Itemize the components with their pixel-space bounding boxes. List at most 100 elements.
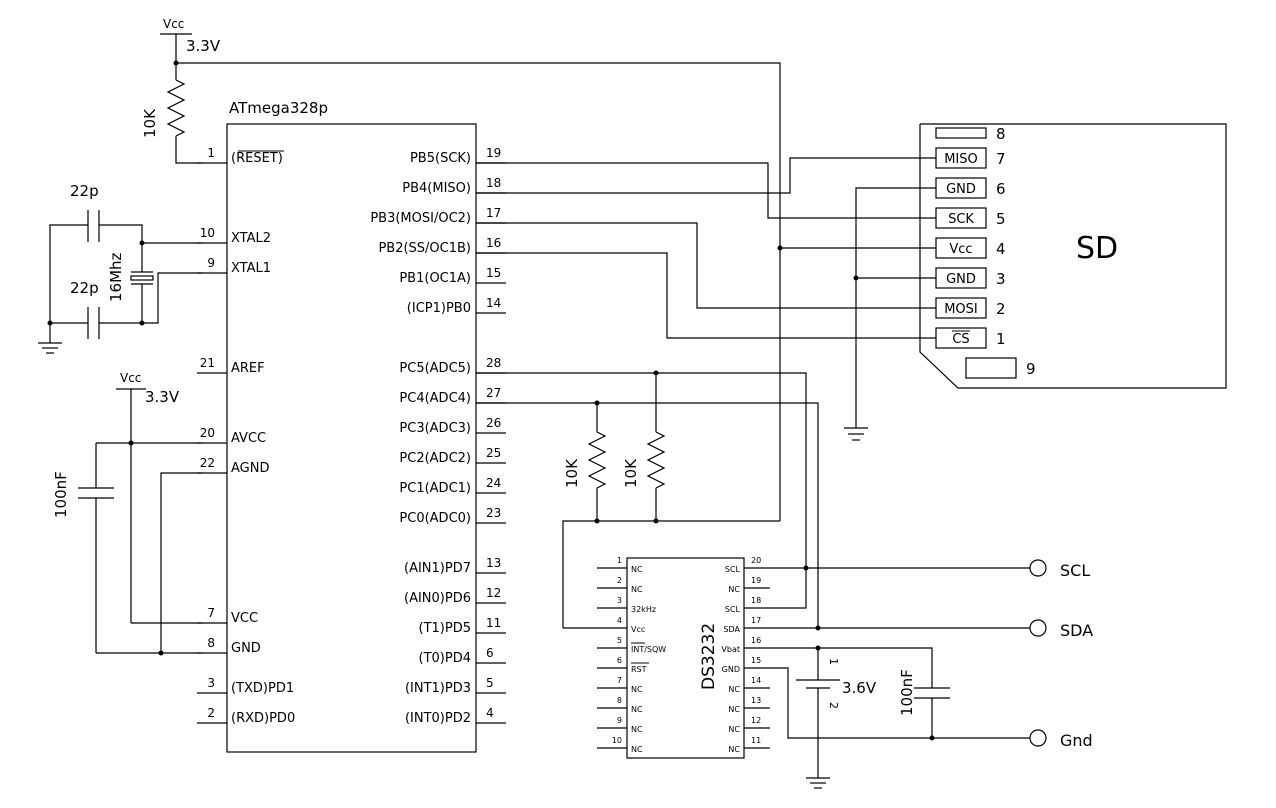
rtc-pin-label: NC xyxy=(631,745,643,754)
rtc-pin-number: 18 xyxy=(751,596,761,605)
mcu-pin-number: 27 xyxy=(486,386,501,400)
mcu-pin-label: PB4(MISO) xyxy=(402,181,471,196)
pullup-resistor-sda: 10K xyxy=(563,403,607,521)
rtc-pin-number: 11 xyxy=(751,736,761,745)
mcu-pin-number: 15 xyxy=(486,266,501,280)
sd-pin-label: Vcc xyxy=(949,242,972,257)
mcu-pin-number: 19 xyxy=(486,146,501,160)
mcu-pin-number: 9 xyxy=(207,256,215,270)
reset-resistor-value: 10K xyxy=(141,108,159,138)
rtc-pin-number: 17 xyxy=(751,616,761,625)
mcu-pin-number: 8 xyxy=(207,636,215,650)
mcu-pin-label: PC5(ADC5) xyxy=(399,361,471,376)
mcu-pin-number: 13 xyxy=(486,556,501,570)
crystal-cap-top-value: 22p xyxy=(70,182,99,200)
rtc-pin-number: 5 xyxy=(617,636,622,645)
rtc-pin-number: 6 xyxy=(617,656,622,665)
sd-pin-number: 5 xyxy=(996,210,1006,228)
sd-pin-label: GND xyxy=(946,182,976,197)
connector-gnd: Gnd xyxy=(1029,729,1093,750)
junction-dot xyxy=(929,735,935,741)
vbat-cap-value: 100nF xyxy=(898,669,916,716)
rtc-pin-label: NC xyxy=(631,725,643,734)
mcu-pin-label: PB5(SCK) xyxy=(410,151,471,166)
rtc-pin-label: Vbat xyxy=(721,645,740,654)
sd-pin-box xyxy=(965,357,1017,379)
rtc-right-pins: 20SCL19NC18SCL17SDA16Vbat15GND14NC13NC12… xyxy=(721,556,770,754)
mcu-pin-label: XTAL2 xyxy=(231,231,271,246)
mcu-pin-label: AGND xyxy=(231,461,269,476)
vbat-capacitor: 100nF xyxy=(898,669,950,738)
mcu-pin-label: (INT1)PD3 xyxy=(405,681,471,696)
junction-dot xyxy=(139,240,145,246)
sd-pin-label: CS xyxy=(952,332,969,347)
rtc-pin-label: NC xyxy=(631,705,643,714)
mcu-pin-number: 12 xyxy=(486,586,501,600)
mcu-pin-number: 5 xyxy=(486,676,494,690)
voltage-label-avcc: 3.3V xyxy=(145,388,180,406)
sd-pin-number: 3 xyxy=(996,270,1006,288)
battery-value: 3.6V xyxy=(842,679,877,697)
rtc-pin-number: 4 xyxy=(617,616,622,625)
mcu-pin-label: (INT0)PD2 xyxy=(405,711,471,726)
sd-pin-label: SCK xyxy=(948,212,974,227)
junction-dot xyxy=(139,320,145,326)
rtc-pin-label: NC xyxy=(728,745,740,754)
sd-pin-number: 4 xyxy=(996,240,1006,258)
connector-gnd-label: Gnd xyxy=(1060,731,1093,750)
mcu-pin-number: 22 xyxy=(200,456,215,470)
mcu-pin-label: (RXD)PD0 xyxy=(231,711,295,726)
rtc-pin-number: 3 xyxy=(617,596,622,605)
rtc-pin-label: SCL xyxy=(725,565,741,574)
mcu-pin-number: 28 xyxy=(486,356,501,370)
rtc-pin-number: 14 xyxy=(751,676,761,685)
mcu-pin-label: PC3(ADC3) xyxy=(399,421,471,436)
mcu-pin-label: AREF xyxy=(231,361,265,376)
mcu-name: ATmega328p xyxy=(229,99,328,117)
junction-dot xyxy=(777,245,783,251)
sd-pin-number: 6 xyxy=(996,180,1006,198)
rtc-pin-number: 8 xyxy=(617,696,622,705)
mcu-right-pins: 19PB5(SCK)18PB4(MISO)17PB3(MOSI/OC2)16PB… xyxy=(370,146,506,726)
connector-scl: SCL xyxy=(1029,559,1090,580)
connector-scl-label: SCL xyxy=(1060,561,1090,580)
rtc-pin-label: INT/SQW xyxy=(631,645,666,654)
rtc-pin-label: SDA xyxy=(723,625,740,634)
crystal-value: 16Mhz xyxy=(107,252,125,302)
rtc-pin-label: NC xyxy=(631,565,643,574)
mcu-pin-number: 16 xyxy=(486,236,501,250)
rtc-pin-label: NC xyxy=(728,725,740,734)
junction-dot xyxy=(803,565,809,571)
mcu-pin-label: PC4(ADC4) xyxy=(399,391,471,406)
crystal-circuit: 22p 22p 16Mhz xyxy=(38,182,202,354)
mcu-pin-number: 21 xyxy=(200,356,215,370)
rtc-pin-number: 15 xyxy=(751,656,761,665)
rtc-pin-number: 12 xyxy=(751,716,761,725)
sd-pin-label: MOSI xyxy=(944,302,978,317)
rtc-pin-label: Vcc xyxy=(631,625,645,634)
rtc-pin-label: GND xyxy=(722,665,740,674)
mcu-pin-number: 25 xyxy=(486,446,501,460)
mcu-pin-label: XTAL1 xyxy=(231,261,271,276)
mcu-pin-number: 1 xyxy=(207,146,215,160)
rtc-pin-number: 7 xyxy=(617,676,622,685)
junction-dot xyxy=(128,440,134,446)
ground-symbol xyxy=(806,777,830,789)
sd-name: SD xyxy=(1076,231,1118,266)
vcc-label-avcc: Vcc xyxy=(120,371,141,385)
reset-resistor: 10K xyxy=(141,79,202,164)
mcu-pin-number: 24 xyxy=(486,476,501,490)
voltage-label-top: 3.3V xyxy=(186,37,221,55)
mcu-pin-number: 20 xyxy=(200,426,215,440)
rtc-pin-label: SCL xyxy=(725,605,741,614)
pullup-scl-value: 10K xyxy=(622,458,640,488)
rtc-pin-label: NC xyxy=(631,585,643,594)
mcu-pin-number: 26 xyxy=(486,416,501,430)
sd-pin-number: 8 xyxy=(996,125,1006,143)
rtc-pin-label: NC xyxy=(728,585,740,594)
mcu-pin-label: PB2(SS/OC1B) xyxy=(378,241,471,256)
